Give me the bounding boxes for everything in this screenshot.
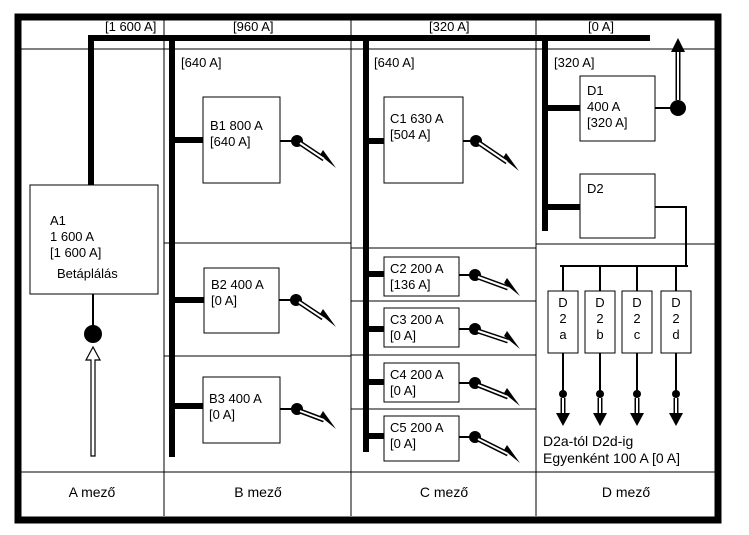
main-busbar [88, 35, 650, 457]
box-c1 [383, 96, 464, 184]
sub-feeder-d2c: D 2 c [621, 266, 653, 426]
b1-label-2: [640 A] [210, 134, 250, 149]
d2c-label-2: 2 [633, 311, 640, 326]
sub-feeder-d2d: D 2 d [660, 266, 692, 426]
feeder-c4: C4 200 A [0 A] [366, 362, 520, 406]
d-note-line-1: D2a-tól D2d-ig [543, 433, 633, 449]
c2-label-2: [136 A] [390, 277, 430, 292]
a1-label-3: [1 600 A] [50, 245, 101, 260]
bus-label-c: [640 A] [374, 55, 414, 70]
d1-breaker-dot [670, 100, 686, 116]
b3-label-2: [0 A] [209, 407, 235, 422]
box-d1 [579, 75, 656, 142]
feeder-c3: C3 200 A [0 A] [366, 307, 520, 349]
d2d-label-2: 2 [672, 311, 679, 326]
d1-label-2: 400 A [587, 99, 621, 114]
bus-label-d: [320 A] [554, 55, 594, 70]
footer-c: C mező [420, 484, 468, 500]
a1-label-2: 1 600 A [50, 229, 94, 244]
footer-d: D mező [602, 484, 650, 500]
feeder-c5: C5 200 A [0 A] [366, 415, 520, 463]
box-c5 [383, 415, 460, 462]
a1-label-4: Betáplálás [57, 266, 118, 281]
box-b2 [203, 267, 280, 334]
b2-label-1: B2 400 A [211, 277, 264, 292]
b2-label-2: [0 A] [211, 293, 237, 308]
a1-breaker-dot [84, 325, 102, 343]
outer-frame [14, 13, 722, 524]
feeder-d1: D1 400 A [320 A] [545, 38, 686, 142]
d2c-label-1: D [632, 295, 641, 310]
d2b-label-2: 2 [596, 311, 603, 326]
footer-a: A mező [69, 484, 116, 500]
box-c4 [383, 362, 460, 403]
d2d-label-3: d [672, 327, 679, 342]
footer-b: B mező [234, 484, 282, 500]
feeder-c2: C2 200 A [136 A] [366, 256, 520, 297]
box-d2b [584, 290, 616, 354]
feeder-d2: D2 [545, 173, 688, 267]
a1-feed-arrow [84, 345, 102, 457]
sub-feeder-d2a: D 2 a [547, 266, 579, 426]
d1-out-arrow [671, 38, 685, 52]
c2-label-1: C2 200 A [390, 261, 444, 276]
sub-feeder-d2b: D 2 b [584, 266, 616, 426]
box-d2 [579, 173, 656, 239]
feeder-b2: B2 400 A [0 A] [172, 267, 336, 334]
c1-label-1: C1 630 A [390, 111, 444, 126]
d1-label-3: [320 A] [587, 115, 627, 130]
d2b-label-1: D [595, 295, 604, 310]
c4-label-2: [0 A] [390, 383, 416, 398]
b1-label-1: B1 800 A [210, 118, 263, 133]
d-note-line-2: Egyenként 100 A [0 A] [543, 450, 680, 466]
box-a1 [29, 184, 159, 295]
top-label-a: [1 600 A] [105, 19, 156, 34]
c3-label-2: [0 A] [390, 328, 416, 343]
box-b1 [202, 96, 281, 184]
d2b-label-3: b [596, 327, 603, 342]
bus-label-b: [640 A] [181, 55, 221, 70]
c4-label-1: C4 200 A [390, 367, 444, 382]
feeder-c1: C1 630 A [504 A] [366, 96, 519, 184]
d2a-label-3: a [559, 327, 567, 342]
top-label-c: [320 A] [429, 19, 469, 34]
top-label-b: [960 A] [233, 19, 273, 34]
incomer-a1: A1 1 600 A [1 600 A] Betáplálás [29, 184, 159, 457]
a1-label-1: A1 [50, 213, 66, 228]
d2-label-1: D2 [587, 181, 604, 196]
d2a-label-1: D [558, 295, 567, 310]
box-d2c [621, 290, 653, 354]
d1-label-1: D1 [587, 83, 604, 98]
box-b3 [202, 376, 281, 444]
c3-label-1: C3 200 A [390, 312, 444, 327]
b3-label-1: B3 400 A [209, 391, 262, 406]
feeder-b3: B3 400 A [0 A] [172, 376, 336, 444]
b1-out-arrow [320, 150, 336, 168]
c5-label-1: C5 200 A [390, 420, 444, 435]
box-c2 [383, 256, 460, 297]
c1-label-2: [504 A] [390, 127, 430, 142]
box-c3 [383, 307, 460, 348]
top-label-d: [0 A] [588, 19, 614, 34]
box-d2a [547, 290, 579, 354]
c5-label-2: [0 A] [390, 436, 416, 451]
d2c-label-3: c [634, 327, 641, 342]
d2d-label-1: D [671, 295, 680, 310]
feeder-b1: B1 800 A [640 A] [172, 96, 336, 184]
grid-lines [20, 20, 716, 516]
d2a-label-2: 2 [559, 311, 566, 326]
